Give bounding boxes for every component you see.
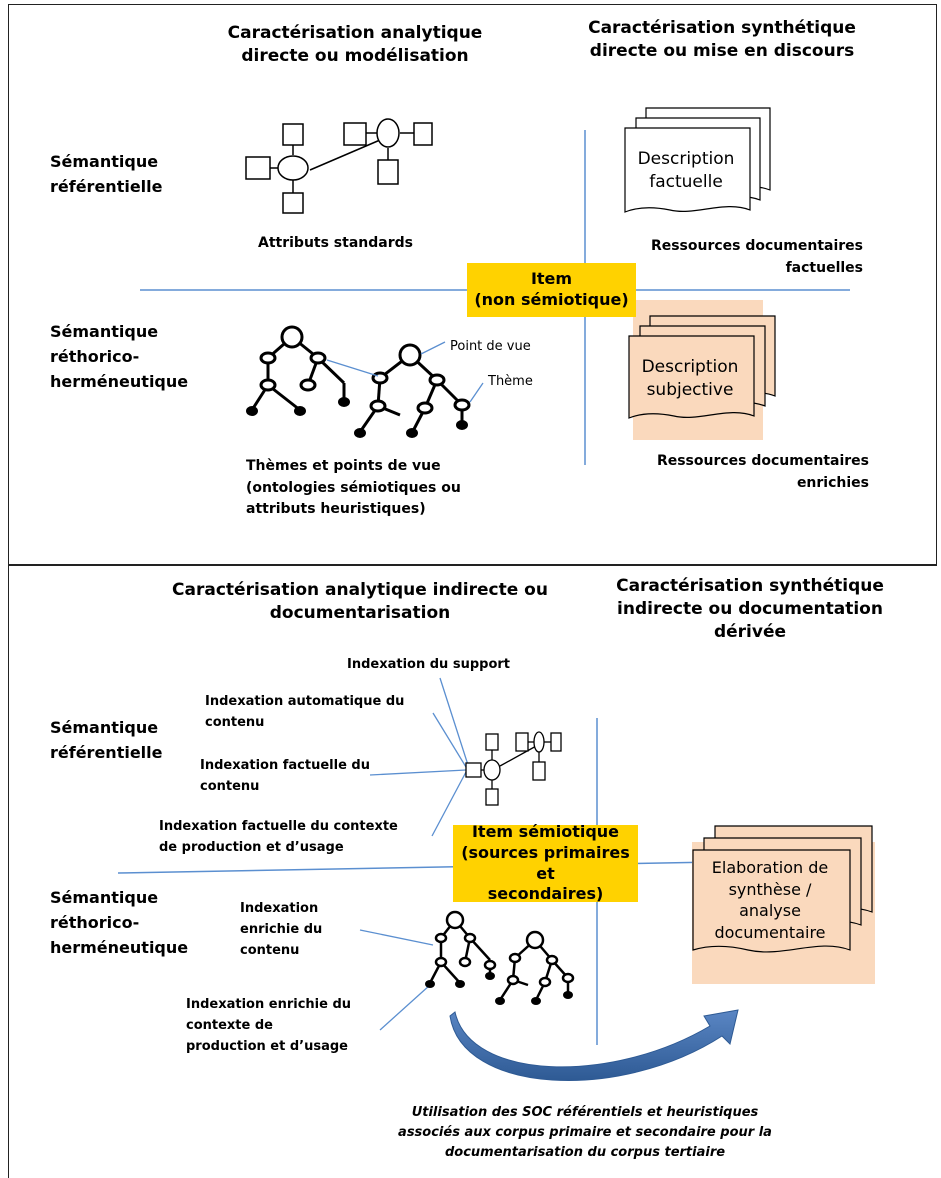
top-panel-frame [8, 4, 937, 566]
tree-node [299, 378, 317, 392]
point-de-vue-label: Point de vue [450, 339, 531, 354]
tree-node [259, 351, 277, 365]
themes-points-de-vue-label: Thèmes et points de vue (ontologies sémi… [246, 458, 461, 518]
attributs-standards-label: Attributs standards [258, 235, 413, 251]
tree-node [309, 351, 327, 365]
er-model-icon-small [465, 731, 562, 806]
hierarchy-tree-icon-top [250, 335, 464, 434]
tree-node [259, 378, 277, 392]
indexation-enrichie-label: Indexation enrichie du contenu [240, 901, 323, 958]
caption-text: Utilisation des SOC référentiels et heur… [398, 1105, 772, 1161]
tree-node [280, 325, 304, 349]
document-stack-factuelle [624, 107, 771, 213]
indexation-contexte-label: Indexation factuelle du contexte de prod… [159, 819, 398, 855]
bottom-col-right-title: Caractérisation synthétique indirecte ou… [616, 576, 884, 642]
indexation-factuelle-label: Indexation factuelle du contenu [200, 758, 370, 794]
bottom-row1-label: Sémantique référentielle [50, 718, 163, 762]
tree-node [369, 399, 387, 413]
er-model-icon [245, 118, 433, 214]
tree-node [398, 343, 422, 367]
bottom-row2-label: Sémantique réthorico- herméneutique [50, 888, 189, 957]
bottom-panel-frame [8, 564, 937, 1178]
curved-arrow [449, 1009, 739, 1081]
indexation-connectors [359, 677, 469, 1031]
top-row1-label: Sémantique référentielle [50, 152, 163, 196]
indexation-support-label: Indexation du support [347, 657, 511, 672]
ressources-enrichies-label: Ressources documentaires enrichies [656, 453, 869, 491]
bottom-col-left-title: Caractérisation analytique indirecte ou … [172, 580, 548, 623]
item-semiotique-box: Item sémiotique (sources primaires et se… [453, 822, 638, 903]
indexation-enrichie-contexte-label: Indexation enrichie du contexte de produ… [186, 997, 352, 1054]
tree-node [453, 398, 471, 412]
tree-node [416, 401, 434, 415]
document-stack-subjective [628, 315, 776, 419]
tree-node [428, 373, 446, 387]
document-stack-synthese [692, 825, 873, 953]
elaboration-synthese-text: Elaboration de synthèse / analyse docume… [711, 858, 829, 942]
description-subjective-text: Description subjective [641, 357, 739, 400]
top-row2-label: Sémantique réthorico- herméneutique [50, 322, 189, 391]
top-col-right-title: Caractérisation synthétique directe ou m… [588, 18, 856, 61]
theme-label: Thème [488, 374, 533, 389]
indexation-automatique-label: Indexation automatique du contenu [205, 694, 405, 730]
description-factuelle-text: Description factuelle [637, 149, 735, 192]
ressources-factuelles-label: Ressources documentaires factuelles [650, 238, 863, 276]
item-non-semiotique-box: Item (non sémiotique) [467, 263, 636, 317]
top-col-left-title: Caractérisation analytique directe ou mo… [227, 23, 483, 66]
